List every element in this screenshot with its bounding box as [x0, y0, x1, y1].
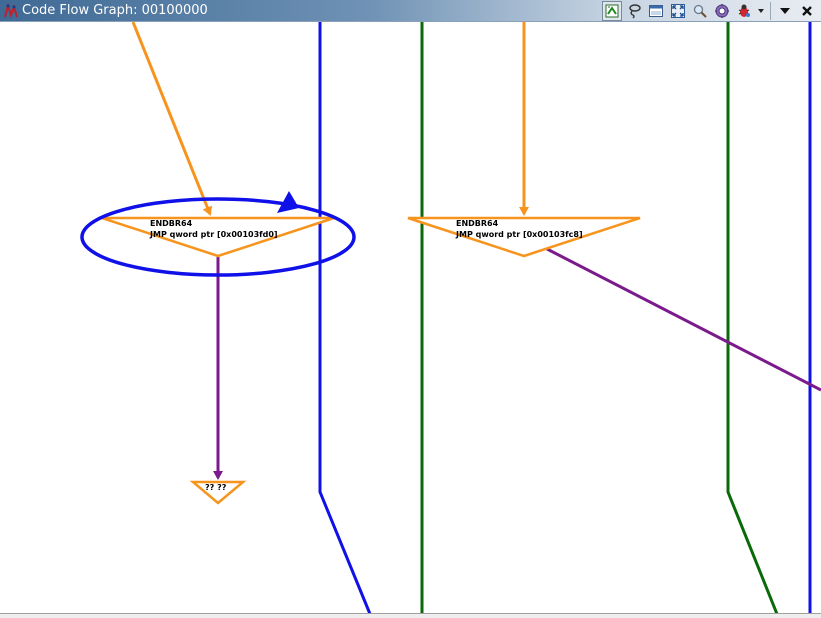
zoom-icon: [693, 4, 707, 18]
lasso-button[interactable]: [624, 1, 644, 21]
dropdown-arrow-icon: [758, 9, 764, 13]
bottom-border: [0, 613, 821, 618]
window-menu-button[interactable]: [775, 1, 795, 21]
selection-highlight: [80, 191, 356, 277]
graph-node-2[interactable]: ENDBR64 JMP qword ptr [0x00103fc8]: [407, 216, 641, 258]
node-3-instruction-1: ?? ??: [205, 483, 227, 492]
toolbar: [602, 0, 821, 22]
debug-dropdown-button[interactable]: [756, 1, 766, 21]
menu-arrow-icon: [780, 8, 790, 14]
window-icon: [649, 5, 663, 17]
toolbar-separator: [770, 2, 771, 20]
graph-node-3[interactable]: ?? ??: [189, 480, 247, 505]
window-button[interactable]: [646, 1, 666, 21]
settings-icon: [715, 4, 729, 18]
edge-blue-left[interactable]: [318, 22, 372, 614]
edge-green-right[interactable]: [726, 22, 779, 614]
lasso-icon: [629, 4, 641, 19]
node-1-instruction-2: JMP qword ptr [0x00103fd0]: [149, 230, 278, 239]
close-button[interactable]: [797, 1, 817, 21]
bug-icon: [738, 4, 750, 17]
code-flow-graph-canvas[interactable]: ENDBR64 JMP qword ptr [0x00103fd0] ENDBR…: [0, 22, 821, 614]
edge-orange-to-node-1[interactable]: [131, 22, 213, 216]
edge-purple-node-2-out[interactable]: [546, 247, 821, 392]
node-1-instruction-1: ENDBR64: [150, 219, 193, 228]
debug-button[interactable]: [734, 1, 754, 21]
zoom-button[interactable]: [690, 1, 710, 21]
fit-to-window-button[interactable]: [668, 1, 688, 21]
node-2-instruction-2: JMP qword ptr [0x00103fc8]: [455, 230, 583, 239]
selection-direction-arrow: [277, 191, 299, 213]
code-flow-graph-icon: [4, 3, 18, 18]
settings-button[interactable]: [712, 1, 732, 21]
graph-node-1[interactable]: ENDBR64 JMP qword ptr [0x00103fd0]: [101, 216, 335, 258]
refresh-graph-icon: [605, 4, 619, 18]
node-2-instruction-1: ENDBR64: [456, 219, 499, 228]
window-title: Code Flow Graph: 00100000: [22, 3, 208, 18]
fit-to-window-icon: [671, 4, 685, 18]
title-bar: Code Flow Graph: 00100000: [0, 0, 821, 22]
refresh-graph-button[interactable]: [602, 1, 622, 21]
close-icon: [802, 6, 812, 16]
